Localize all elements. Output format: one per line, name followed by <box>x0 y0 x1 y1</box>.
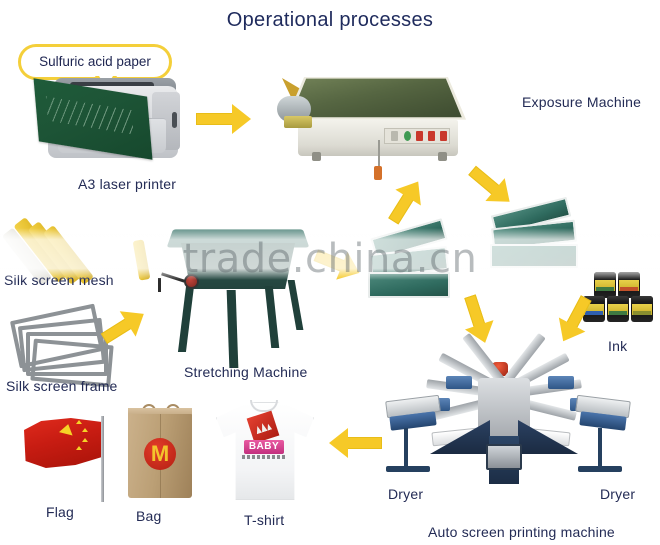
printing-machine-control-panel[interactable] <box>486 444 522 470</box>
ink-can-bottom-2 <box>607 296 629 322</box>
exposure-red-button-3[interactable] <box>440 131 447 141</box>
exposure-pump-base <box>284 116 312 128</box>
arrow-exposure-to-center-screens <box>381 173 432 230</box>
stretching-leg-3 <box>264 286 280 348</box>
screen-frame-grey-3 <box>26 332 108 376</box>
stretching-crank-arm <box>161 272 185 283</box>
dryer-right-post <box>598 428 602 470</box>
exposure-green-button[interactable] <box>404 131 411 141</box>
exposure-power-cord <box>378 140 380 168</box>
ink-can-top-1 <box>594 272 616 298</box>
label-flag: Flag <box>46 504 75 520</box>
screen-stack-center-3 <box>368 272 450 298</box>
callout-sulfuric-acid-paper: Sulfuric acid paper <box>18 44 172 80</box>
ink-can-top-2 <box>618 272 640 298</box>
exposure-display[interactable] <box>391 131 398 141</box>
label-tshirt: T-shirt <box>244 512 285 528</box>
callout-label: Sulfuric acid paper <box>39 54 151 69</box>
label-ink: Ink <box>608 338 628 354</box>
dryer-right-foot <box>578 466 622 472</box>
exposure-red-button-2[interactable] <box>428 131 435 141</box>
stretching-handwheel[interactable] <box>184 274 199 289</box>
print-head-upper-left <box>446 376 472 389</box>
dryer-left-foot <box>386 466 430 472</box>
mesh-roll-4 <box>132 239 151 281</box>
screen-stack-right-3 <box>490 244 578 268</box>
label-dryer-right: Dryer <box>600 486 636 502</box>
label-silk-screen-mesh: Silk screen mesh <box>4 272 114 288</box>
label-auto-screen-printing-machine: Auto screen printing machine <box>428 524 615 540</box>
arrow-screens-to-printing-machine <box>456 292 501 351</box>
exposure-power-plug <box>374 166 382 180</box>
ink-can-bottom-3 <box>631 296 653 322</box>
stretching-leg-1 <box>177 286 195 352</box>
stretching-leg-4 <box>287 280 304 330</box>
flag-small-star-2 <box>82 428 88 432</box>
arrow-exposure-to-right-screens <box>462 159 521 215</box>
exposure-foot-left <box>312 152 321 161</box>
exposure-foot-right <box>438 152 447 161</box>
label-silk-screen-frame: Silk screen frame <box>6 378 118 394</box>
arrow-printing-machine-to-tshirt <box>326 428 382 458</box>
label-stretching-machine: Stretching Machine <box>184 364 308 380</box>
arrow-printer-to-exposure <box>196 104 252 134</box>
label-dryer-left: Dryer <box>388 486 424 502</box>
exposure-glass-bed <box>285 77 467 120</box>
tshirt-graphic-subtext <box>242 455 286 459</box>
stretching-leg-2 <box>226 290 239 368</box>
label-a3-laser-printer: A3 laser printer <box>78 176 177 192</box>
label-exposure-machine: Exposure Machine <box>522 94 642 110</box>
flag-pole <box>101 416 104 502</box>
print-head-upper-right <box>548 376 574 389</box>
flag-cloth <box>24 418 102 468</box>
dryer-left-post <box>404 428 408 470</box>
label-bag: Bag <box>136 508 162 524</box>
page-title: Operational processes <box>226 9 434 31</box>
tshirt-graphic-headline <box>244 440 284 454</box>
arrow-stretching-to-screens <box>310 241 369 288</box>
flag-small-star-1 <box>76 420 82 424</box>
flag-small-star-4 <box>76 446 82 450</box>
stretching-crank-grip <box>158 278 161 292</box>
flag-small-star-3 <box>82 438 88 442</box>
exposure-red-button-1[interactable] <box>416 131 423 141</box>
bag-handle-left <box>142 404 156 411</box>
printer-power-button <box>172 112 177 128</box>
bag-handle-right <box>166 404 180 411</box>
bag-printed-logo <box>144 438 176 470</box>
